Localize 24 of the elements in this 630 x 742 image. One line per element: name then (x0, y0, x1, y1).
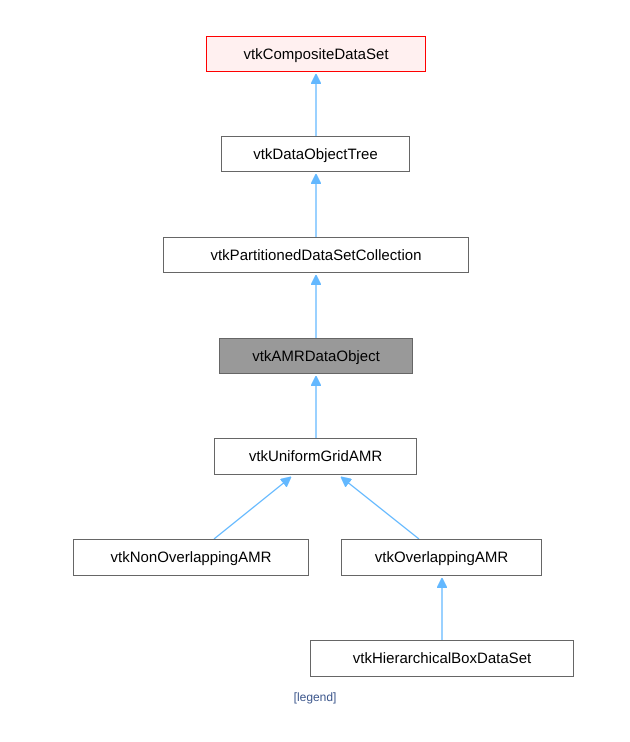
class-box (206, 36, 426, 72)
class-name: vtkUniformGridAMR (248, 448, 382, 465)
class-name: vtkHierarchicalBoxDataSet (352, 650, 532, 667)
inheritance-arrow (436, 578, 448, 640)
inheritance-arrow (310, 74, 322, 136)
class-box (73, 539, 309, 576)
class-box (221, 136, 410, 172)
inheritance-arrow (310, 376, 322, 438)
class-name: vtkCompositeDataSet (243, 46, 389, 62)
class-box (163, 237, 469, 273)
class-name: vtkNonOverlappingAMR (110, 549, 272, 566)
class-name: vtkAMRDataObject (252, 348, 380, 364)
legend-link: [legend] (294, 690, 336, 704)
class-box (214, 438, 417, 475)
inheritance-arrow (310, 174, 322, 237)
class-name: vtkDataObjectTree (253, 146, 378, 162)
class-box (341, 539, 542, 576)
class-name: vtkPartitionedDataSetCollection (210, 246, 422, 264)
class-box (219, 338, 413, 374)
inheritance-arrow (214, 476, 292, 540)
inheritance-arrow (340, 476, 420, 540)
class-box (310, 640, 574, 677)
inheritance-arrow (310, 274, 322, 338)
class-name: vtkOverlappingAMR (374, 549, 508, 566)
